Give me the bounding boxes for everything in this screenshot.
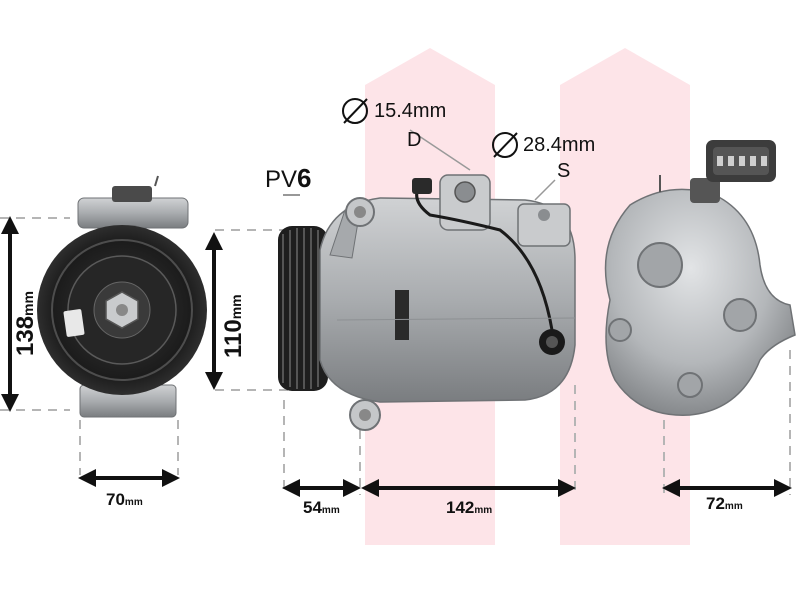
pulley-diameter-dimension: 110mm — [220, 294, 247, 358]
pulley-depth-unit: mm — [321, 505, 340, 516]
front-width-unit: mm — [124, 497, 143, 508]
compressor-front-view — [37, 175, 207, 418]
belt-code-prefix: PV — [265, 166, 298, 193]
front-height-dimension: 138mm — [12, 291, 39, 356]
front-height-value: 138 — [12, 315, 39, 356]
pulley-diameter-unit: mm — [228, 294, 244, 320]
belt-code-label: PV6 — [265, 165, 311, 192]
diameter-symbol-icon — [342, 98, 368, 124]
discharge-port-code: D — [407, 129, 422, 151]
body-length-unit: mm — [474, 505, 493, 516]
compressor-rear-view — [604, 169, 796, 416]
belt-rib-count: 6 — [297, 163, 312, 193]
electrical-connector — [706, 140, 776, 182]
front-width-dimension: 70mm — [106, 491, 143, 508]
suction-leader — [534, 179, 556, 201]
pulley-depth-dimension: 54mm — [303, 499, 340, 516]
dimension-arrows — [1, 216, 792, 497]
suction-diameter-label: 28.4mm — [523, 134, 596, 156]
compressor-side-view — [278, 174, 576, 431]
body-length-value: 142 — [446, 498, 475, 517]
rear-width-unit: mm — [724, 501, 743, 512]
pulley-diameter-value: 110 — [220, 319, 247, 358]
front-height-unit: mm — [20, 291, 36, 316]
rear-width-dimension: 72mm — [706, 495, 743, 512]
discharge-leader — [409, 129, 471, 171]
pulley-depth-value: 54 — [303, 498, 322, 517]
front-width-value: 70 — [106, 490, 125, 509]
guide-lines — [0, 217, 791, 495]
body-length-dimension: 142mm — [446, 499, 492, 516]
suction-port-code: S — [557, 160, 571, 182]
rear-width-value: 72 — [706, 494, 725, 513]
discharge-diameter-label: 15.4mm — [374, 100, 447, 122]
diameter-symbol-icon — [492, 132, 518, 158]
